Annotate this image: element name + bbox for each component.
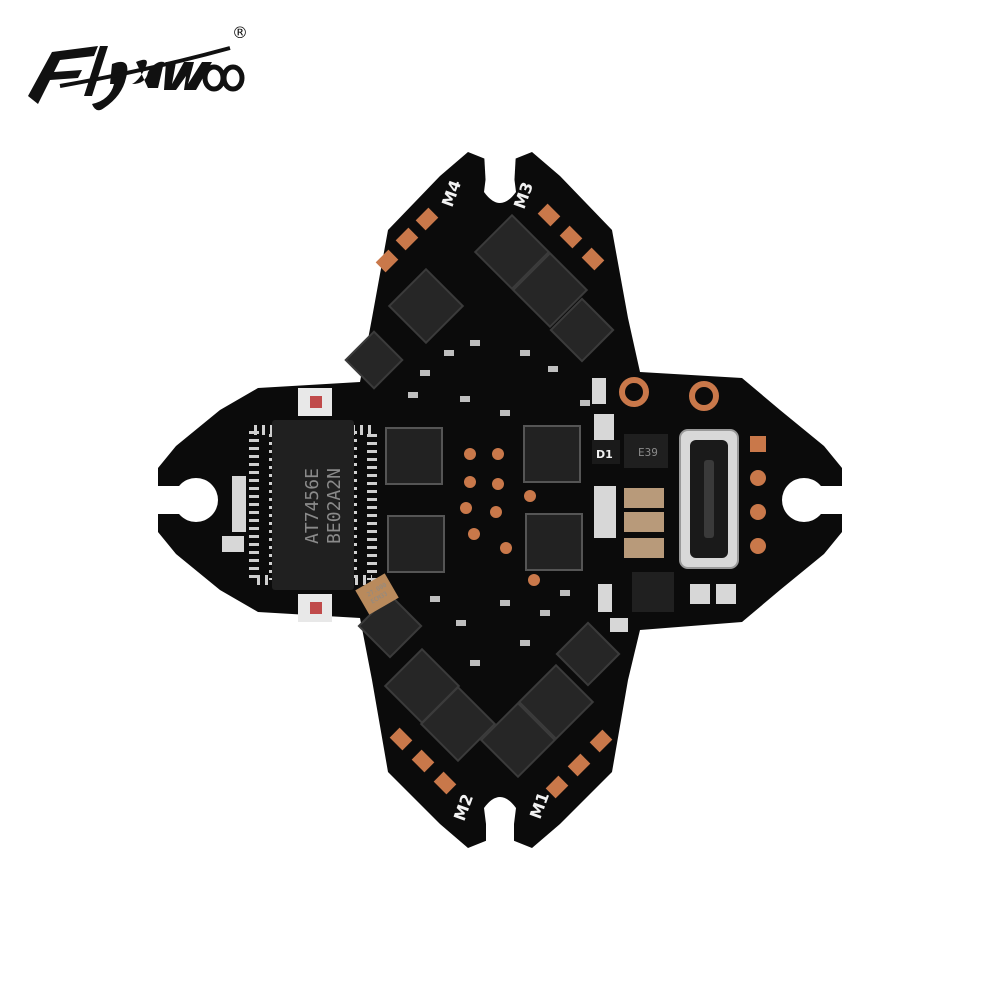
osd-chip: AT7456E BE02A2N: [249, 420, 377, 590]
passives: [222, 378, 736, 632]
brand-logo: ®: [28, 23, 248, 111]
mount-hole-right: [782, 478, 826, 522]
leds: [298, 388, 332, 622]
center-vias: [460, 448, 540, 586]
usb-port: [679, 429, 739, 569]
crystal: 27.000 ECM33: [355, 573, 399, 615]
driver-chips: [385, 425, 583, 573]
smd-scatter: [408, 340, 590, 666]
label-d1: D1: [596, 448, 613, 461]
pcb-outline: [150, 151, 850, 849]
osd-chip-line-2: BE02A2N: [324, 468, 345, 544]
esc-mosfets: [344, 213, 621, 779]
osd-chip-line-1: AT7456E: [302, 468, 323, 544]
mount-hole-left: [174, 478, 218, 522]
registered-mark: ®: [232, 23, 248, 42]
logo-wordmark: [28, 46, 245, 111]
label-e39: E39: [638, 446, 658, 459]
motor-pads: [375, 203, 766, 799]
small-chips: D1 E39: [592, 434, 674, 612]
